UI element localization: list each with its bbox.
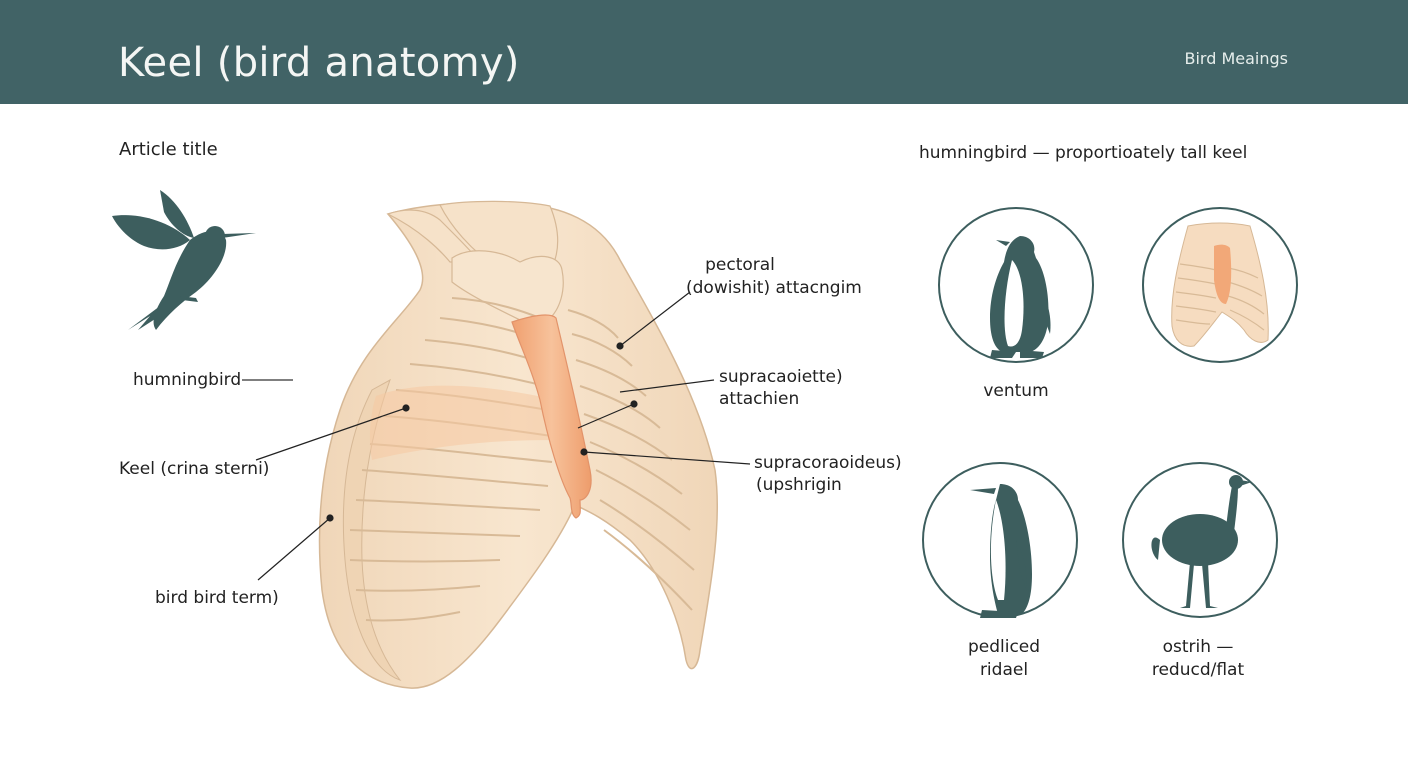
comparison-circle-penguin-2 xyxy=(923,463,1077,618)
comparison-circle-penguin xyxy=(939,208,1093,362)
hummingbird-icon xyxy=(112,190,256,330)
comparison-circle-sternum xyxy=(1143,208,1297,362)
sternum-illustration xyxy=(319,201,717,688)
comparison-circle-ostrich xyxy=(1123,463,1277,617)
